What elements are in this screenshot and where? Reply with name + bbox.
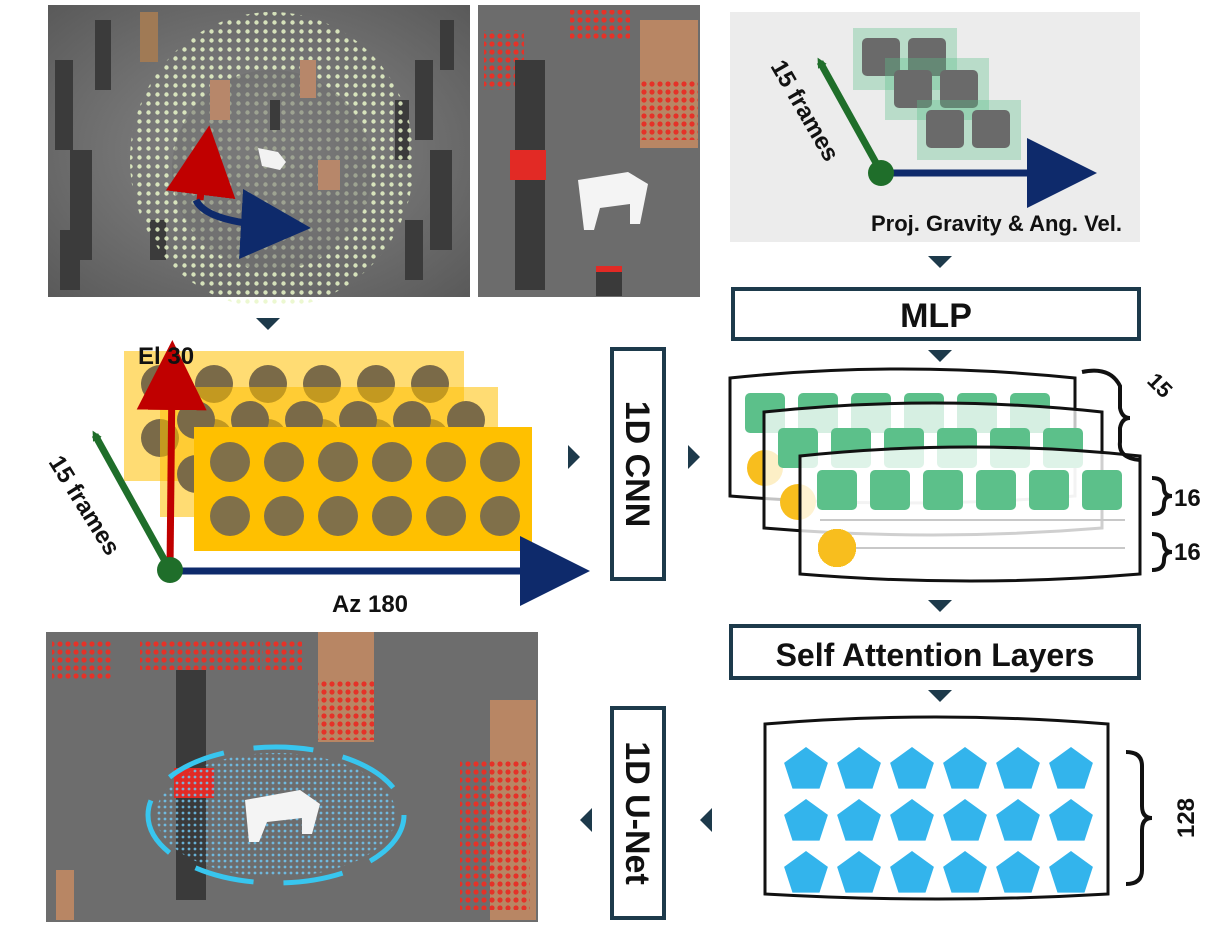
crate-stack — [140, 12, 158, 62]
self-attention-label: Self Attention Layers — [776, 637, 1095, 673]
height-map-stack: El 30 Az 180 15 frames — [43, 340, 590, 618]
arrow-left-2 — [580, 808, 592, 832]
brace-128 — [1125, 750, 1153, 886]
grid-cell — [480, 496, 520, 536]
scene-prediction — [46, 632, 538, 922]
ring-points — [145, 744, 407, 886]
pillars-left — [55, 20, 454, 290]
latent-token — [837, 747, 881, 789]
el-label: El 30 — [138, 343, 194, 370]
arrow-down-5 — [928, 690, 952, 702]
token-green — [1029, 470, 1069, 510]
token-yellow — [818, 529, 856, 567]
latent-token — [943, 799, 987, 841]
scene-sphere-pointcloud — [48, 5, 470, 308]
grid-cell — [426, 442, 466, 482]
latent-token — [1049, 747, 1093, 789]
arrow-down-1 — [928, 256, 952, 268]
token-green — [870, 470, 910, 510]
latent-token — [996, 851, 1040, 893]
token-stack: 15 16 16 — [728, 367, 1201, 583]
origin-dot — [157, 557, 183, 583]
brace-16-top — [1151, 476, 1173, 516]
self-attention-block: Self Attention Layers — [729, 624, 1141, 680]
brace-15 — [1081, 368, 1141, 462]
frames-axis-top — [816, 57, 884, 172]
token-green — [923, 470, 963, 510]
latent-token — [784, 851, 828, 893]
token-green — [1082, 470, 1122, 510]
latent-token — [1049, 799, 1093, 841]
mlp-block: MLP — [731, 287, 1141, 341]
grid-cell — [318, 496, 358, 536]
frames-axis-left — [91, 430, 174, 572]
proprioception-panel: 15 frames Proj. Gravity & Ang. Vel. — [730, 12, 1140, 242]
arrow-down-2 — [256, 318, 280, 330]
origin-dot — [868, 160, 894, 186]
latent-token — [890, 799, 934, 841]
arrow-down-4 — [928, 600, 952, 612]
cnn-label: 1D CNN — [618, 401, 656, 528]
latent-token — [943, 747, 987, 789]
proj-gravity-label: Proj. Gravity & Ang. Vel. — [871, 211, 1122, 236]
token-green — [976, 470, 1016, 510]
latent-token — [784, 747, 828, 789]
pillar-wood — [210, 80, 230, 120]
cnn-block: 1D CNN — [610, 347, 666, 581]
token-green — [817, 470, 857, 510]
elevation-arrow — [165, 125, 236, 201]
robot-dog — [245, 790, 320, 842]
grid-cell — [372, 442, 412, 482]
mlp-label: MLP — [900, 297, 972, 335]
robot-dog — [258, 148, 286, 170]
arrow-right-1 — [568, 445, 580, 469]
latent-token — [996, 799, 1040, 841]
robot-dog — [578, 172, 648, 230]
dim-15-label: 15 — [1142, 368, 1177, 403]
latent-token — [837, 851, 881, 893]
azimuth-arrow — [192, 189, 311, 259]
flow-arrows — [256, 256, 952, 832]
brace-16-bottom — [1151, 532, 1173, 572]
latent-token — [890, 747, 934, 789]
token-card-front — [798, 445, 1142, 583]
grid-cell — [480, 442, 520, 482]
grid-cell — [426, 496, 466, 536]
grid-cell — [372, 496, 412, 536]
grid-cell — [318, 442, 358, 482]
latent-token — [943, 851, 987, 893]
latent-token — [837, 799, 881, 841]
grid-cell — [264, 442, 304, 482]
grid-cell — [264, 496, 304, 536]
latent-token — [890, 851, 934, 893]
dim-16a-label: 16 — [1174, 485, 1201, 512]
latent-token — [1049, 851, 1093, 893]
dim-128-label: 128 — [1173, 798, 1200, 838]
dim-16b-label: 16 — [1174, 539, 1201, 566]
latent-token — [784, 799, 828, 841]
scene-contact-points — [478, 5, 700, 297]
arrow-down-3 — [928, 350, 952, 362]
arrow-right-2 — [688, 445, 700, 469]
grid-cell — [210, 496, 250, 536]
latent-token — [996, 747, 1040, 789]
arrow-left-1 — [700, 808, 712, 832]
unet-block: 1D U-Net — [610, 706, 666, 920]
grid-frame-front — [194, 427, 532, 551]
frame-stack — [853, 28, 1021, 160]
latent-grid: 128 — [763, 715, 1200, 901]
unet-label: 1D U-Net — [618, 741, 656, 885]
az-label: Az 180 — [332, 591, 408, 618]
grid-cell — [210, 442, 250, 482]
elevation-axis — [136, 340, 207, 571]
